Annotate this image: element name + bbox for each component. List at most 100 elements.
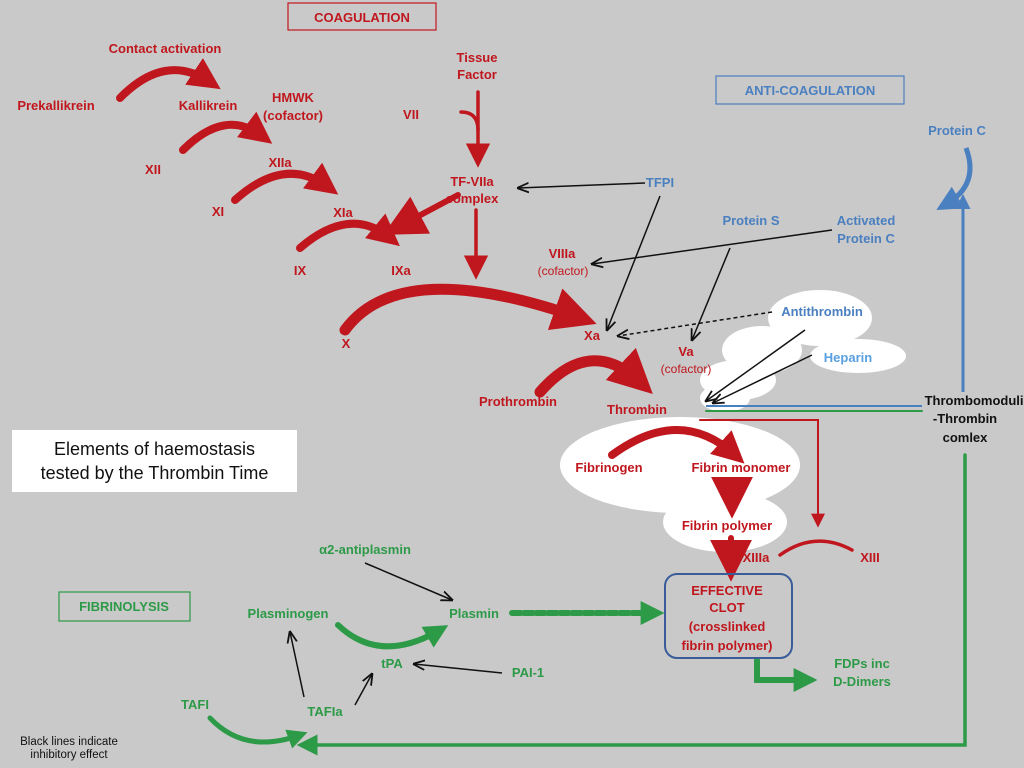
x-label: X [342,336,351,351]
prothrombin-to-thrombin-arrow [534,347,653,398]
tm-to-tafi-arrow [296,453,967,756]
heparin-label: Heparin [824,350,872,365]
anti-coagulation-arrows [706,147,973,407]
thrombin-time-note-line-1: Elements of haemostasis [53,439,256,459]
activated-protein-c-label: Activated [837,213,896,228]
pai1-label: PAI-1 [512,665,544,680]
inhibitory-legend-line-2: inhibitory effect [30,749,108,761]
prothrombin-label: Prothrombin [479,394,557,409]
xa-label: Xa [584,328,601,343]
apc-to-viiia-inhibition [592,229,833,264]
thrombin-time-note: Elements of haemostasis tested by the Th… [12,430,297,492]
thrombin-time-note-line-2: tested by the Thrombin Time [40,463,269,483]
section-headers: COAGULATION ANTI-COAGULATION FIBRINOLYSI… [58,2,905,622]
effective-clot-label-3: (crosslinked [689,619,766,634]
protein-c-activation-arrow [936,147,973,210]
thrombin-to-xiii-arrow [699,419,825,528]
protein-s-label: Protein S [722,213,779,228]
clot-to-fdps-arrow [754,657,818,692]
viiia-cofactor-label: (cofactor) [538,264,589,278]
xiii-label: XIII [860,550,880,565]
antithrombin-label: Antithrombin [781,304,863,319]
tf-viia-to-ixa-arrow [383,192,461,235]
effective-clot-label-1: EFFECTIVE [691,583,763,598]
plasminogen-label: Plasminogen [248,606,329,621]
viiia-label: VIIIa [549,246,577,261]
fibrinolysis-title: FIBRINOLYSIS [79,599,169,614]
fibrinogen-label: Fibrinogen [575,460,642,475]
thrombomodulin-label: Thrombomodulin [925,393,1024,408]
fibrinolysis-arrows [207,410,967,756]
anti-coagulation-box [715,75,905,105]
xiia-label: XIIa [268,155,292,170]
tf-viia-complex-label: complex [446,191,500,206]
anti-coagulation-title: ANTI-COAGULATION [745,83,875,98]
coagulation-title: COAGULATION [314,10,410,25]
pai1-to-tpa-inhibition [414,664,503,674]
d-dimers-label: D-Dimers [833,674,891,689]
tfpi-to-tfviia-inhibition [518,183,646,188]
tfpi-to-xa-inhibition [607,195,661,330]
x-to-xa-arrow [339,283,597,336]
xii-label: XII [145,162,161,177]
inhibitory-legend-line-1: Black lines indicate [20,736,118,748]
antithrombin-to-thrombin-inhibition [706,329,806,401]
protein-s-to-va-inhibition [692,247,731,340]
antithrombin-to-xa-inhibition [618,311,773,336]
protein-c-label: Protein C [928,123,986,138]
ix-label: IX [294,263,307,278]
heparin-to-thrombin-inhibition [713,354,813,403]
thrombin-label: Thrombin [607,402,667,417]
plasmin-label: Plasmin [449,606,499,621]
fdps-label: FDPs inc [834,656,890,671]
hmwk-cofactor-label: (cofactor) [263,108,323,123]
tfpi-label: TFPI [646,175,674,190]
tafia-to-plasminogen-inhibition [290,632,305,698]
va-label: Va [678,344,694,359]
ix-to-ixa-arrow [296,213,400,252]
effective-clot-box [664,573,793,659]
tafia-label: TAFIa [307,704,343,719]
xia-label: XIa [333,205,353,220]
xi-label: XI [212,204,224,219]
plasminogen-to-plasmin-arrow [335,622,449,650]
effective-clot-label-4: fibrin polymer) [681,638,772,653]
xi-to-xia-arrow [231,162,339,204]
a2-antiplasmin-label: α2-antiplasmin [319,542,411,557]
fibrinogen-to-monomer-arrow [608,426,745,464]
hmwk-label: HMWK [272,90,314,105]
thrombomodulin-label-3: comlex [943,430,989,445]
contact-activation-label: Contact activation [109,41,222,56]
vii-label: VII [403,107,419,122]
tpa-label: tPA [381,656,403,671]
coagulation-labels: Contact activation Prekallikrein Kallikr… [17,41,879,653]
antiplasmin-to-plasmin-inhibition [364,562,452,600]
effective-clot-label-2: CLOT [709,600,744,615]
coagulation-arrows [116,58,854,582]
anti-coagulation-labels: TFPI Protein S Activated Protein C Prote… [646,123,1024,445]
kallikrein-label: Kallikrein [179,98,238,113]
thrombomodulin-label-2: -Thrombin [933,411,997,426]
tafi-to-tafia-arrow [207,715,308,749]
coagulation-box [287,2,437,31]
tf-viia-label: TF-VIIa [450,174,494,189]
fibrin-polymer-label: Fibrin polymer [682,518,772,533]
tissue-factor-label: Tissue [457,50,498,65]
prekallikrein-label: Prekallikrein [17,98,94,113]
inhibitory-legend: Black lines indicate inhibitory effect [4,736,134,762]
xii-to-xiia-arrow [179,111,273,154]
inhibitory-arrows [290,183,833,706]
xiiia-label: XIIIa [743,550,771,565]
fibrin-monomer-label: Fibrin monomer [692,460,791,475]
tafia-to-tpa-inhibition [354,674,372,706]
xiii-to-xiiia-arc [778,539,854,557]
fibrinolysis-labels: α2-antiplasmin Plasminogen Plasmin tPA P… [181,542,891,719]
tafi-label: TAFI [181,697,209,712]
fibrinolysis-box [58,591,191,622]
ixa-label: IXa [391,263,411,278]
vii-joins-arc [459,110,480,132]
activated-protein-c-label-2: Protein C [837,231,895,246]
contact-activation-arrow [116,58,221,102]
tissue-factor-label-2: Factor [457,67,497,82]
